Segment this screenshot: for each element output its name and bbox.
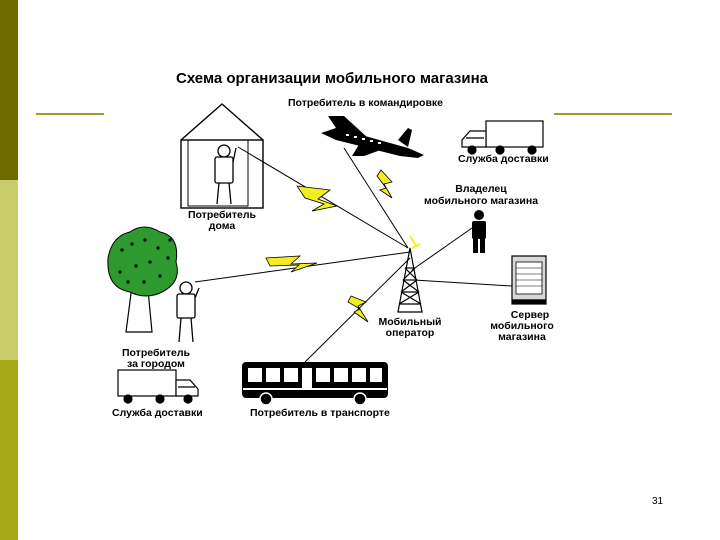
link-owner	[411, 227, 473, 271]
label-outdoor-consumer-line2: за городом	[127, 358, 185, 370]
owner-figure	[472, 210, 486, 253]
signal-spark	[409, 235, 421, 249]
truck-icon-top	[461, 120, 544, 155]
house-icon	[180, 103, 264, 209]
link-server	[413, 279, 513, 287]
lightning-bolt-bus	[347, 295, 369, 323]
lightning-bolt-home	[296, 185, 339, 212]
label-server-line1: Сервер	[511, 309, 549, 321]
label-operator-line2: оператор	[386, 327, 435, 339]
side-stripe-middle	[0, 180, 18, 360]
labels: Потребитель в командировке Служба достав…	[112, 97, 554, 419]
label-delivery-bottom: Служба доставки	[112, 407, 203, 419]
diagram-title: Схема организации мобильного магазина	[176, 70, 489, 87]
label-delivery-top: Служба доставки	[458, 153, 549, 165]
label-transport-consumer: Потребитель в транспорте	[250, 407, 390, 419]
connection-lines	[194, 146, 513, 363]
slide-number: 31	[652, 496, 664, 507]
lightning-bolt-plane	[376, 169, 393, 199]
tower-icon	[397, 247, 423, 313]
link-home	[237, 146, 409, 249]
label-operator-line1: Мобильный	[379, 316, 442, 328]
side-stripe-bottom	[0, 360, 18, 540]
label-server-line2: мобильного	[490, 320, 554, 332]
side-stripe-top	[0, 0, 18, 180]
lightning-bolts	[265, 169, 393, 323]
lightning-bolt-outdoor	[265, 255, 318, 273]
label-server-line3: магазина	[498, 331, 546, 343]
decorative-rule-left	[36, 113, 104, 115]
label-owner-line2: мобильного магазина	[424, 195, 538, 207]
truck-icon-bottom	[117, 369, 199, 404]
tree-icon	[107, 226, 178, 333]
home-consumer-figure	[214, 144, 237, 205]
label-home-consumer-line2: дома	[209, 220, 236, 232]
label-owner-line1: Владелец	[455, 183, 507, 195]
link-plane	[343, 147, 409, 249]
label-home-consumer-line1: Потребитель	[188, 209, 257, 221]
bus-icon	[242, 362, 388, 406]
airplane-icon	[321, 116, 424, 158]
decorative-rule-right	[554, 113, 672, 115]
label-outdoor-consumer-line1: Потребитель	[122, 347, 191, 359]
server-icon	[511, 255, 547, 305]
outdoor-consumer-figure	[176, 281, 200, 343]
label-traveler: Потребитель в командировке	[288, 97, 443, 109]
